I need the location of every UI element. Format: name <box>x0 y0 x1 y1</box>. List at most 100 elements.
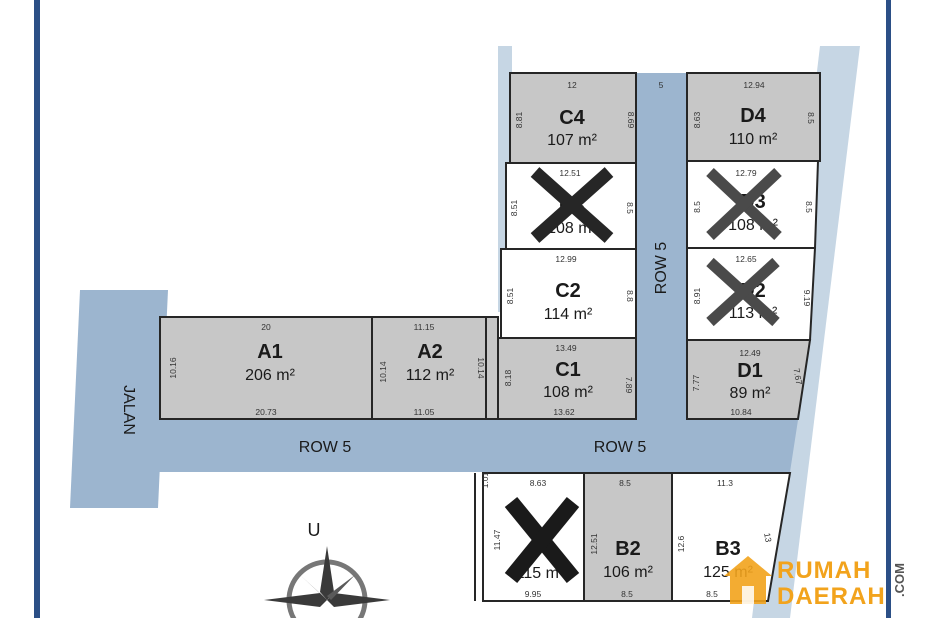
lot-c2-code: C2 <box>555 280 581 302</box>
lot-c1-code: C1 <box>555 359 581 381</box>
lot-d1-code: D1 <box>737 360 763 382</box>
compass-north-label: U <box>308 520 321 540</box>
brand-house-icon <box>724 556 772 604</box>
lot-a1-code: A1 <box>257 341 283 363</box>
lot-a2-dim-bottom: 11.05 <box>414 407 435 417</box>
lot-b2-dim-left: 12.51 <box>589 533 599 555</box>
lot-c2[interactable]: C2 114 m² 12.99 8.51 8.8 <box>505 254 635 323</box>
lot-d1-dim-bottom: 10.84 <box>730 407 752 417</box>
lot-d3-dim-top: 12.79 <box>735 168 757 178</box>
lot-d2[interactable]: D2 113 m² 12.65 8.91 9.19 <box>692 254 812 327</box>
lot-b1-dim-left: 11.47 <box>492 529 502 550</box>
lot-c1-area: 108 m² <box>543 384 593 401</box>
lot-a1-dim-bottom: 20.73 <box>255 407 277 417</box>
road-row5-vertical-label: ROW 5 <box>653 242 670 295</box>
sold-mark-d2 <box>706 257 780 327</box>
lot-d3-dim-left: 8.5 <box>692 201 702 213</box>
lot-d1-dim-right: 7.67 <box>792 367 805 385</box>
lot-d4-dim-left: 8.63 <box>692 111 702 128</box>
lot-c2-dim-right: 8.8 <box>625 290 635 302</box>
lot-d1-dim-left: 7.77 <box>691 374 701 391</box>
lot-c1[interactable]: C1 108 m² 13.49 13.62 8.18 7.89 <box>503 343 634 417</box>
compass-needle-nw <box>300 575 327 600</box>
brand-line2: DAERAH <box>777 583 886 610</box>
lot-b1-dim-extra: 1.01 <box>480 471 490 488</box>
lot-a2-code: A2 <box>417 341 443 363</box>
lot-d4-area: 110 m² <box>729 131 778 148</box>
lot-b2-dim-bottom: 8.5 <box>621 589 633 599</box>
lot-b3-dim-bottom: 8.5 <box>706 589 718 599</box>
lot-d3-dim-right: 8.5 <box>804 201 814 213</box>
lot-c4-dim-left: 8.81 <box>514 111 524 128</box>
lot-a2-area: 112 m² <box>406 367 455 384</box>
lot-d4-dim-right: 8.5 <box>806 112 816 124</box>
lot-c4-dim-right: 8.69 <box>626 112 636 129</box>
compass-needle-ne <box>327 575 355 600</box>
lot-b3-dim-right: 13 <box>762 532 774 543</box>
lot-a1-dim-left: 10.16 <box>168 357 178 379</box>
road-jalan <box>70 290 168 508</box>
lot-d4[interactable]: D4 110 m² 12.94 8.63 8.5 <box>692 80 816 148</box>
lot-a2-dim-right: 10.14 <box>476 357 486 379</box>
lot-c4-area: 107 m² <box>547 132 597 149</box>
lot-b3-dim-left: 12.6 <box>676 535 686 552</box>
block-a-gap <box>485 316 499 420</box>
lot-d3[interactable]: D3 108 m² 12.79 8.5 8.5 <box>692 167 814 241</box>
road-row5-right-label: ROW 5 <box>594 439 647 456</box>
lot-c4-dim-top: 12 <box>567 80 577 90</box>
block-b2 <box>583 472 673 602</box>
brand-line1: RUMAH <box>777 557 871 584</box>
lot-c4-code: C4 <box>559 107 585 129</box>
block-a1 <box>159 316 373 420</box>
lot-c1-dim-top: 13.49 <box>555 343 577 353</box>
lot-b2-dim-top: 8.5 <box>619 478 631 488</box>
lot-c1-dim-right: 7.89 <box>624 377 634 394</box>
lot-c4[interactable]: C4 107 m² 12 8.81 8.69 <box>514 80 636 149</box>
road-jalan-label: JALAN <box>120 385 137 435</box>
lot-a1-area: 206 m² <box>245 367 295 384</box>
compass-needle-east <box>327 593 390 607</box>
sold-mark-b1 <box>504 496 580 584</box>
block-c2 <box>500 248 637 339</box>
road-row5-horizontal <box>150 420 798 472</box>
compass-needle-north <box>320 546 334 600</box>
lot-d2-dim-top: 12.65 <box>735 254 757 264</box>
road-row5-left-label: ROW 5 <box>299 439 352 456</box>
compass-needle-west <box>264 593 327 607</box>
lot-c1-dim-left: 8.18 <box>503 369 513 386</box>
lot-c2-area: 114 m² <box>544 306 593 323</box>
lot-d2-dim-left: 8.91 <box>692 287 702 304</box>
sold-mark-d3 <box>706 167 782 241</box>
frame-left-border <box>34 0 40 618</box>
sold-mark-c3 <box>530 167 614 243</box>
lot-b3-dim-top: 11.3 <box>717 478 733 488</box>
lot-d1-area: 89 m² <box>730 385 772 402</box>
lot-b3-code: B3 <box>715 538 741 560</box>
block-d1 <box>686 339 812 420</box>
lot-d1[interactable]: D1 89 m² 12.49 10.84 7.77 7.67 <box>691 348 804 417</box>
lot-a1[interactable]: A1 206 m² 20 20.73 10.16 <box>168 322 296 417</box>
lot-c3-dim-top: 12.51 <box>559 168 581 178</box>
lot-b2-area: 106 m² <box>603 564 653 581</box>
road-row5-vertical <box>637 73 686 423</box>
lot-c3[interactable]: C3 108 m² 12.51 8.51 8.5 <box>509 167 635 243</box>
lot-a2[interactable]: A2 112 m² 11.15 11.05 10.14 10.14 <box>378 322 486 417</box>
compass: U <box>264 520 390 618</box>
block-c4 <box>509 72 637 164</box>
lot-c3-dim-right: 8.5 <box>625 202 635 214</box>
lot-d4-code: D4 <box>740 105 766 127</box>
lot-c2-dim-top: 12.99 <box>555 254 577 264</box>
lot-b1-dim-top: 8.63 <box>530 478 547 488</box>
lot-d2-dim-right: 9.19 <box>802 290 812 307</box>
block-c1 <box>497 337 637 420</box>
lot-a2-dim-top: 11.15 <box>414 322 435 332</box>
block-d4 <box>686 72 821 162</box>
lot-b2-code: B2 <box>615 538 641 560</box>
lot-d4-dim-top: 12.94 <box>743 80 765 90</box>
lot-b1[interactable]: B1 115 m² 8.63 9.95 11.47 1.01 <box>480 471 580 599</box>
frame-right-border <box>886 0 891 618</box>
lot-a1-dim-top: 20 <box>261 322 271 332</box>
lot-b2[interactable]: B2 106 m² 8.5 8.5 12.51 <box>589 478 654 599</box>
brand-house-door <box>742 586 754 604</box>
